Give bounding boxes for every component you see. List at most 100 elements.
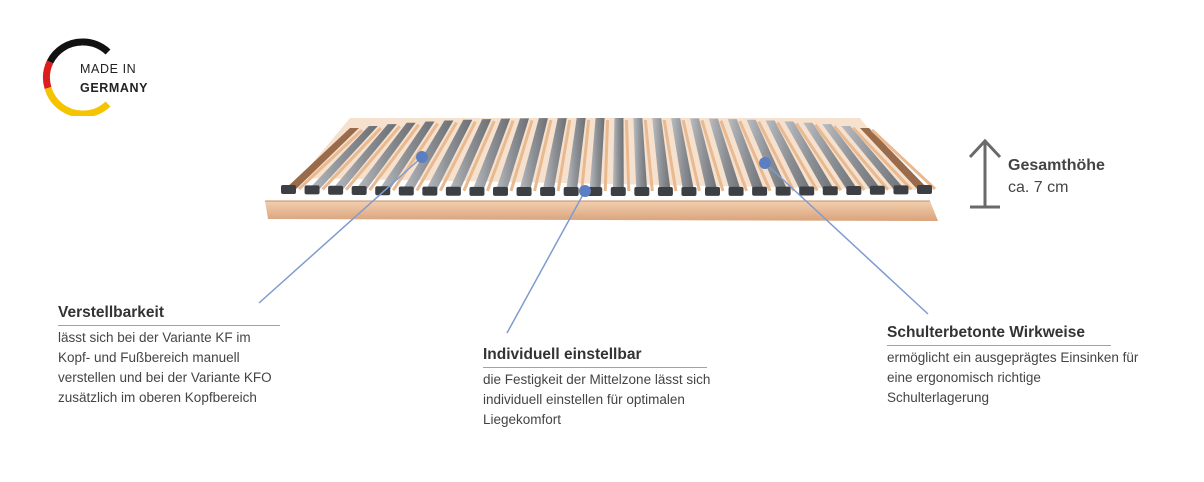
slat-cap [351,186,367,196]
slat-gap [438,121,477,192]
slat-cap [681,186,697,196]
slat-cap [705,186,720,196]
slat-cap [752,186,768,196]
marker-dot-shoulder [759,157,771,169]
slat-gap [662,119,678,192]
slat [690,118,718,193]
slat [471,118,511,193]
slat-cap [445,186,461,196]
slat-gap [814,123,866,191]
slat-gap [344,125,401,191]
slat [822,124,883,192]
slat-gap [415,121,458,192]
slat-cap [587,186,603,196]
made-in-germany-label: MADE IN GERMANY [80,60,148,98]
slat-cap [799,186,815,196]
slat [612,118,624,193]
arrow-up-icon [968,138,1002,209]
marker-dot-adjustability [416,151,428,163]
slat [353,122,416,193]
slat-cap [634,186,650,196]
slat-gap [533,119,553,192]
slat-gap [700,119,725,192]
slat-cap [869,185,885,195]
total-height-value: ca. 7 cm [1008,179,1069,196]
callout-text-line: Schulterlagerung [887,390,990,405]
slat-gap [368,123,420,191]
slat-gap [297,128,364,191]
slat-gap [509,119,534,192]
slat-gap [603,119,610,192]
slat-gap [556,119,572,192]
slat-gap [757,121,796,192]
slat-cap [281,185,296,194]
slat [377,121,435,193]
slat [860,128,930,191]
total-height-label: Gesamthöhe ca. 7 cm [1008,155,1105,199]
callout-text-line: Kopf- und Fußbereich manuell [58,350,240,365]
slat [518,118,548,193]
slat [727,119,766,193]
slat-cap [516,186,532,196]
callout-text-line: eine ergonomisch richtige [887,370,1041,385]
slat-gap [852,126,913,191]
slat [841,125,907,192]
slat-cap [822,186,838,196]
slat [447,119,492,193]
badge-line-2: GERMANY [80,81,149,95]
callout-title: Schulterbetonte Wirkweise [887,324,1085,341]
leader-line-adjustability [258,156,423,304]
slat [495,118,529,193]
leader-line-shoulder [764,162,929,315]
callout-title: Verstellbarkeit [58,304,164,321]
callout-text-line: zusätzlich im oberen Kopfbereich [58,390,257,405]
callout-underline [483,367,707,368]
slat-cap [728,186,744,196]
slat-cap [304,185,320,195]
callout-adjustability: Verstellbarkeit lässt sich bei der Varia… [58,303,298,408]
slat-gap [643,119,654,192]
callout-shoulder: Schulterbetonte Wirkweise ermöglicht ein… [887,323,1187,408]
slat-gap [870,128,937,191]
slat-cap [422,186,438,196]
slat-gap [391,122,439,192]
callout-title: Individuell einstellbar [483,346,642,363]
callout-text-line: individuell einstellen für optimalen [483,392,685,407]
marker-dot-middle-zone [579,185,591,197]
slat [542,118,567,193]
slat [708,118,742,193]
slat-gap [719,120,748,192]
slat-gap [738,120,772,192]
badge-line-1: MADE IN [80,62,137,76]
slat-gap [833,125,890,191]
slat-gap [795,122,843,192]
callout-text-line: ermöglicht ein ausgeprägtes Einsinken fü… [887,350,1139,365]
slat [803,122,860,193]
slat [671,118,695,193]
slat-gap [624,119,631,192]
callout-text-line: verstellen und bei der Variante KFO [58,370,272,385]
slat [306,125,378,192]
leader-line-middle-zone [506,190,586,334]
germany-flag-arc-icon [42,38,111,116]
slat-cap [540,186,556,196]
slat [565,118,586,193]
slat-gap [321,126,382,191]
slat-cap [893,185,909,195]
slat-gap [462,120,496,192]
slat [633,118,648,193]
slat [330,124,397,192]
slat-cap [775,186,791,196]
slat-cap [846,186,862,196]
callout-text-line: lässt sich bei der Variante KF im [58,330,251,345]
slat [283,128,359,191]
callout-underline [58,325,280,326]
callout-underline [887,345,1111,346]
slat [424,119,473,193]
slat-cap [610,186,626,196]
slat-cap [493,186,508,196]
slat-cap [469,186,485,196]
total-height-title: Gesamthöhe [1008,157,1105,174]
slat [652,118,671,193]
